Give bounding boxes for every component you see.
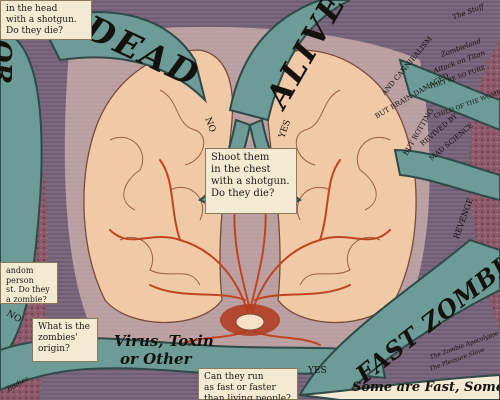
run-fast-question: Can they run as fast or faster than livi… [198,368,298,400]
alive-band [228,0,351,122]
virus-label: Virus, Toxin [114,332,214,350]
chest-shot-question: Shoot them in the chest with a shotgun. … [205,148,297,214]
random-person-text: andom person st. Do they a zombie? [6,266,50,304]
left-lobe [83,49,234,324]
right-mid-band [393,148,500,202]
fast-zombies-band [298,238,500,400]
some-are-fast-label: Some are Fast, Some [352,380,500,395]
origin-text: What is the zombies' origin? [38,322,90,354]
head-shot-text: in the head with a shotgun. Do they die? [6,4,77,36]
random-person-question: andom person st. Do they a zombie? [0,262,58,304]
yes-bottom-label: YES [308,366,327,376]
or-other-label: or Other [120,350,192,368]
or-label: OR [0,40,16,85]
right-upper-band [398,58,500,132]
run-fast-text: Can they run as fast or faster than livi… [204,372,291,400]
head-shot-question: in the head with a shotgun. Do they die? [0,0,92,40]
stem-core [235,313,265,331]
origin-question: What is the zombies' origin? [32,318,98,362]
chest-shot-text: Shoot them in the chest with a shotgun. … [211,152,290,199]
